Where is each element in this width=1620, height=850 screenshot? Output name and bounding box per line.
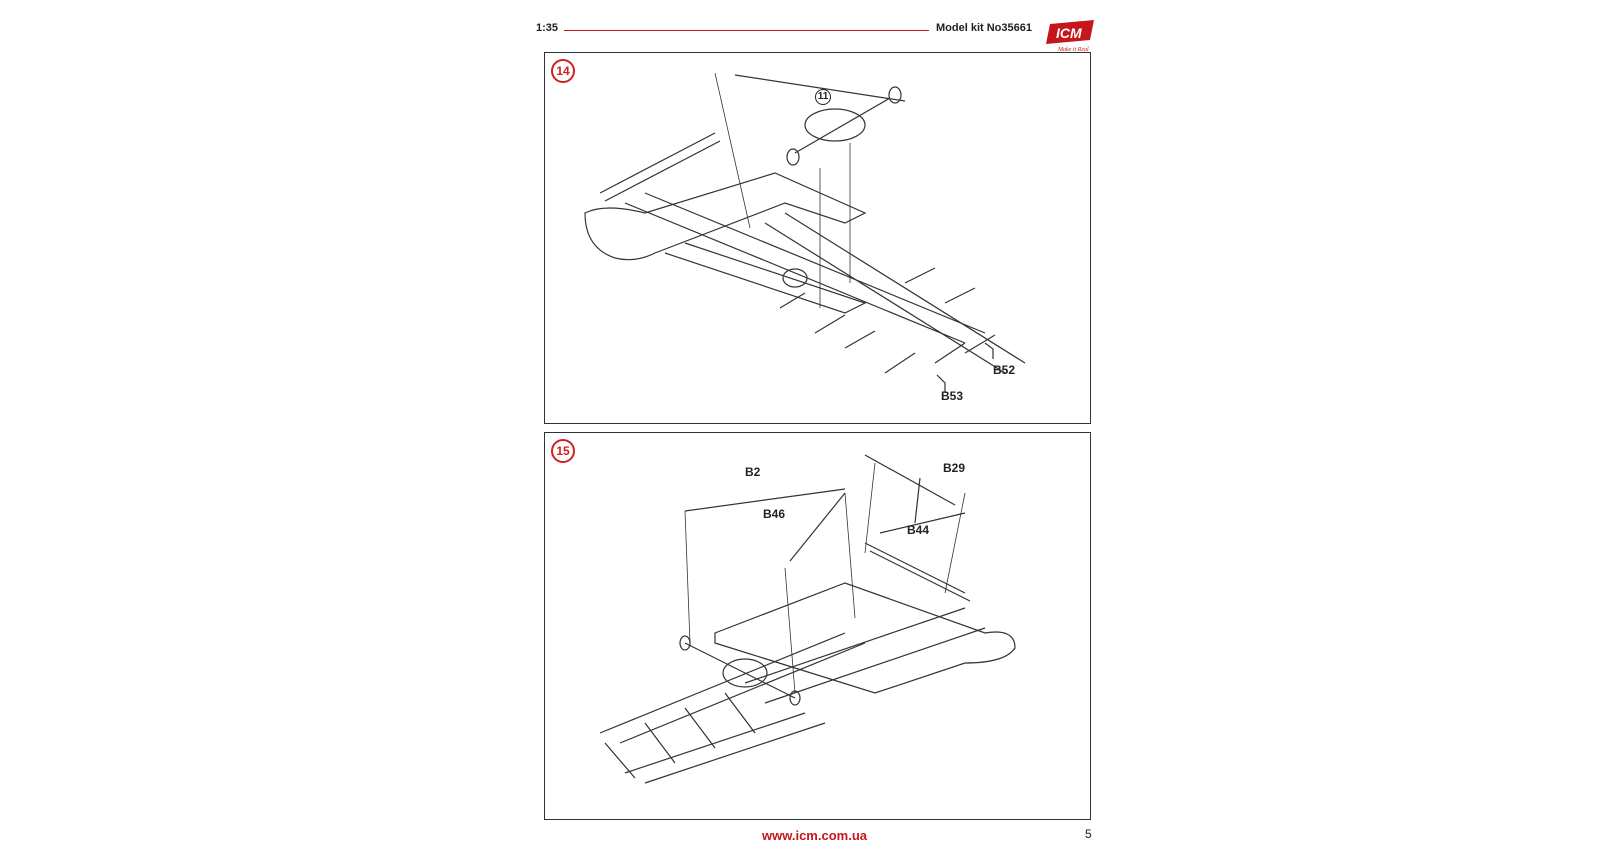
icm-logo-icon: ICM Make it Real xyxy=(1046,20,1094,53)
part-label-b46: B46 xyxy=(763,507,786,521)
chassis-drawing-icon xyxy=(599,454,1016,784)
kit-number-label: Model kit No35661 xyxy=(936,22,1032,34)
step-number-badge: 14 xyxy=(551,59,575,83)
step-15-panel: 15 B2 xyxy=(544,432,1091,820)
part-label-b52: B52 xyxy=(993,363,1016,377)
subassembly-badge: 11 xyxy=(815,89,831,105)
part-label-b2: B2 xyxy=(745,465,761,479)
scale-label: 1:35 xyxy=(536,22,559,34)
page-header: 1:35 Model kit No35661 ICM Make it Real xyxy=(536,16,1096,56)
part-label-b53: B53 xyxy=(941,389,964,403)
step-14-panel: 14 11 B52 B53 xyxy=(544,52,1091,424)
part-label-b44: B44 xyxy=(907,523,930,537)
footer-url[interactable]: www.icm.com.ua xyxy=(762,828,867,843)
logo-text: ICM xyxy=(1056,25,1082,41)
header-rule xyxy=(564,30,929,31)
logo-tagline: Make it Real xyxy=(1057,47,1089,53)
part-label-b29: B29 xyxy=(943,461,966,475)
chassis-drawing-icon xyxy=(584,72,1026,393)
page-number: 5 xyxy=(1085,827,1092,841)
step-number-badge: 15 xyxy=(551,439,575,463)
